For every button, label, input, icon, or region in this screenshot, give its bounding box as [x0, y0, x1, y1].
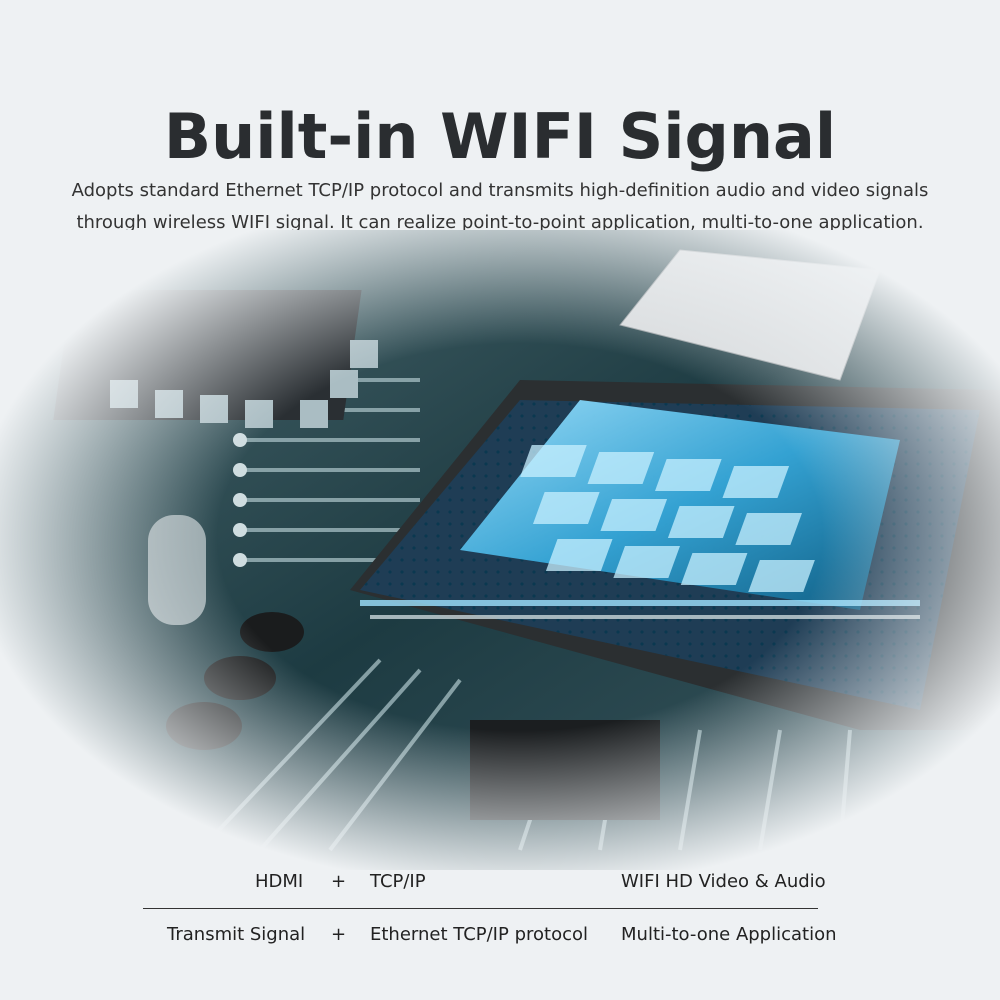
circuit-board-illustration — [0, 230, 1000, 870]
feature-ethernet: Ethernet TCP/IP protocol — [370, 924, 588, 945]
feature-tcpip: TCP/IP — [370, 871, 426, 892]
subtitle-line-1: Adopts standard Ethernet TCP/IP protocol… — [71, 180, 929, 201]
plus-sign: + — [331, 924, 347, 945]
plus-sign: + — [331, 871, 347, 892]
subtitle-line-2: through wireless WIFI signal. It can rea… — [76, 212, 924, 233]
feature-wifi-hd: WIFI HD Video & Audio — [621, 871, 826, 892]
feature-hdmi: HDMI — [255, 871, 304, 892]
page-title: Built-in WIFI Signal — [163, 100, 837, 173]
edge-fade — [0, 230, 1000, 870]
divider — [143, 908, 818, 909]
feature-transmit-signal: Transmit Signal — [167, 924, 306, 945]
feature-multi-to-one: Multi-to-one Application — [621, 924, 837, 945]
